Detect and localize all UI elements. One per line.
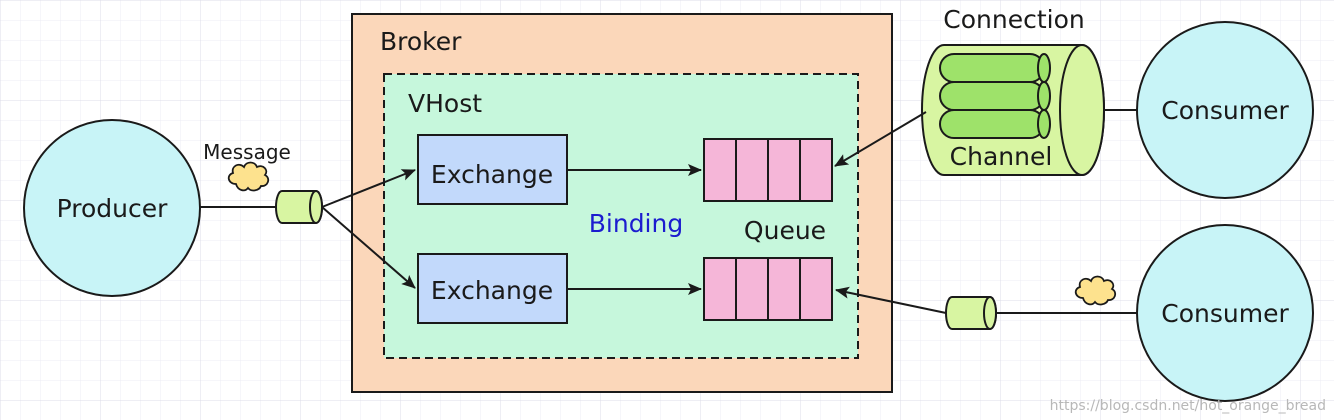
exchange-bottom-label: Exchange (431, 276, 553, 305)
arrow-to-exchange-bottom (321, 206, 416, 289)
connection-label: Connection (943, 5, 1084, 34)
exchange-top-label: Exchange (431, 160, 553, 189)
exchange-bottom-box (417, 253, 568, 324)
channel-label: Channel (950, 142, 1053, 171)
queue-top (703, 138, 833, 202)
producer-label: Producer (57, 194, 169, 223)
watermark-text: https://blog.csdn.net/hot_orange_bread (1050, 398, 1326, 414)
broker-label: Broker (380, 27, 462, 56)
message-label: Message (203, 140, 291, 164)
consumer-top-label: Consumer (1161, 96, 1289, 125)
arrow-channel-to-queue-top (834, 111, 927, 167)
queue-bottom (703, 257, 833, 321)
capsule-icon (275, 190, 323, 224)
capsule-icon (945, 296, 997, 330)
arrow-to-exchange-top (321, 169, 416, 208)
cloud-icon (1074, 275, 1117, 306)
vhost-label: VHost (408, 89, 482, 118)
binding-label: Binding (589, 209, 683, 238)
consumer-top-circle (1136, 21, 1314, 199)
channel-tubes (939, 53, 1051, 139)
queue-label: Queue (744, 216, 826, 245)
consumer-bottom-label: Consumer (1161, 299, 1289, 328)
arrow-consumer-to-queue-bottom (835, 286, 947, 314)
cloud-icon (227, 161, 270, 192)
connection-cylinder (921, 44, 1105, 176)
